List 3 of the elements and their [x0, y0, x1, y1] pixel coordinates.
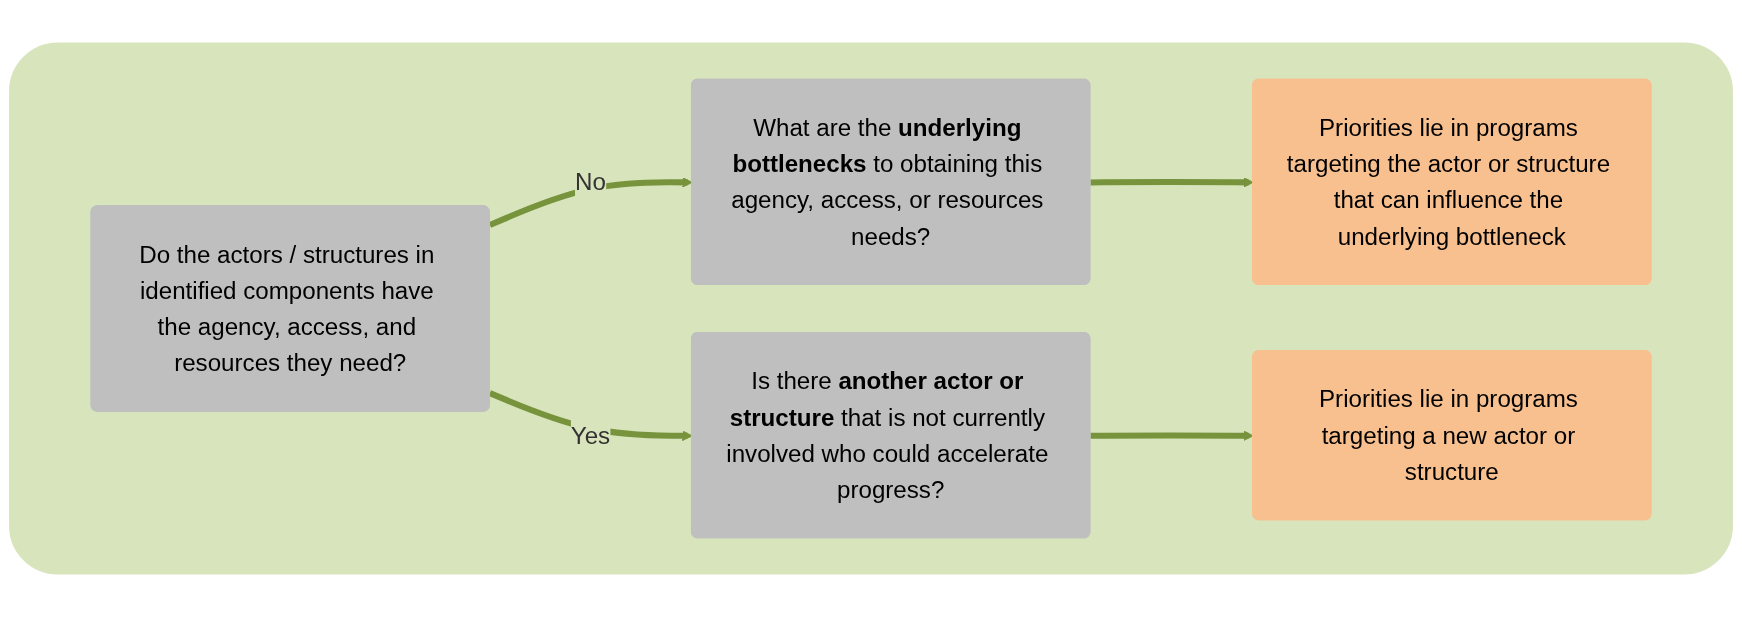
cluster — [9, 42, 1733, 575]
edge-label: Yes — [570, 421, 611, 449]
edge-label: No — [575, 168, 606, 196]
